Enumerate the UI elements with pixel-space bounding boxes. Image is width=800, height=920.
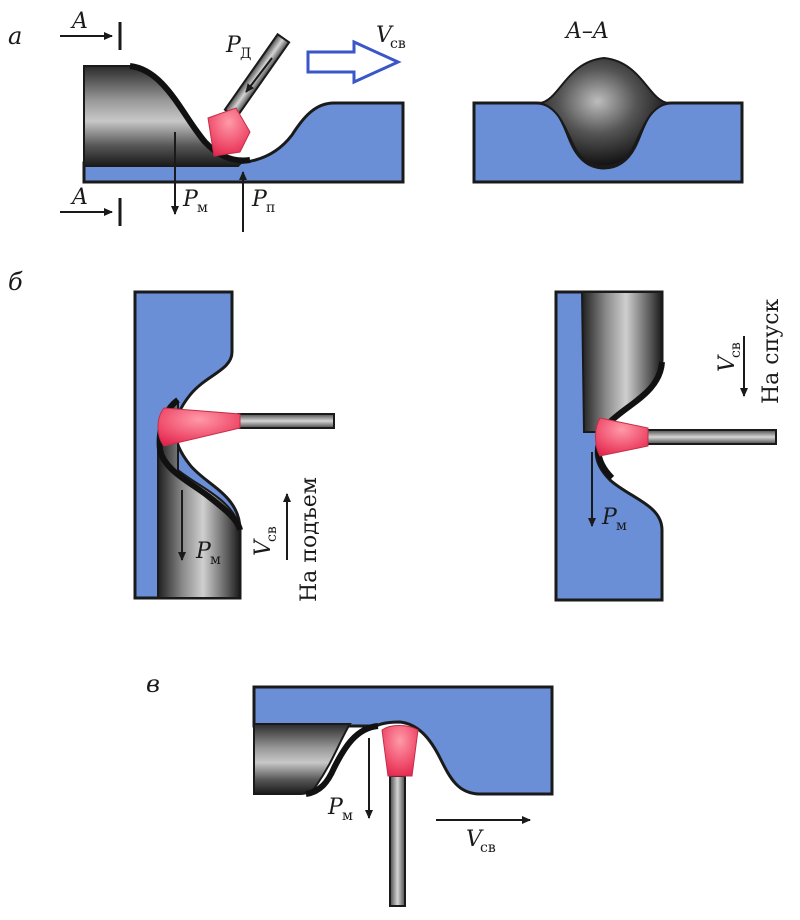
section-letter-bottom: A [70, 185, 88, 210]
pm-sub-v: м [342, 808, 353, 824]
velocity-down: V св На спуск [715, 298, 784, 404]
panel-label-a: а [8, 22, 22, 50]
electrode-b-right [595, 417, 777, 457]
force-pm-b-left: P м [178, 490, 221, 568]
electrode-v [381, 725, 419, 907]
vsv-main-up: V [251, 538, 276, 556]
section-letter-top: A [70, 9, 88, 34]
electrode-b-left [157, 407, 335, 447]
pd-sub: Д [240, 46, 251, 62]
section-mark-bottom: A [60, 185, 122, 226]
weld-bead-v [253, 723, 352, 795]
pm-sub-b-right: м [616, 518, 627, 534]
arc-flame-v [381, 725, 419, 777]
velocity-v: V св [436, 816, 531, 856]
force-pp: P п [239, 171, 275, 232]
vsv-sub-down: св [728, 342, 744, 358]
arc-flame-b-right [595, 417, 649, 457]
weld-dome-section [539, 56, 669, 168]
force-pm-b-right: P м [588, 452, 627, 534]
plate-v [252, 685, 554, 796]
force-pd: P Д [225, 33, 273, 93]
vsv-sub-v: св [480, 840, 496, 856]
direction-down: На спуск [759, 298, 784, 404]
vsv-sub-a: св [390, 36, 406, 52]
arc-flame-b-left [157, 407, 241, 447]
panel-label-b: б [8, 268, 23, 296]
vsv-main-a: V [376, 23, 394, 48]
pm-main-b-left: P [195, 539, 212, 564]
force-pm-v: P м [327, 738, 373, 824]
pd-main: P [225, 33, 242, 58]
panel-label-v: в [146, 670, 160, 698]
pp-sub: п [266, 200, 275, 216]
section-title: A–A [564, 19, 609, 44]
force-pm-a: P м [171, 132, 208, 216]
vsv-main-v: V [466, 827, 484, 852]
pm-main-b-right: P [601, 505, 618, 530]
section-mark-top: A [60, 9, 122, 50]
direction-up: На подъем [297, 477, 322, 602]
pm-sub-b-left: м [210, 552, 221, 568]
pm-main-v: P [327, 795, 344, 820]
vsv-sub-up: св [264, 526, 280, 542]
pm-sub-a: м [197, 200, 208, 216]
vsv-main-down: V [715, 354, 740, 372]
pp-main: P [251, 187, 268, 212]
arc-flame-a [207, 107, 251, 157]
velocity-arrow-a: V св [306, 23, 406, 85]
pm-main-a: P [182, 187, 199, 212]
velocity-up: V св На подъем [251, 477, 322, 602]
